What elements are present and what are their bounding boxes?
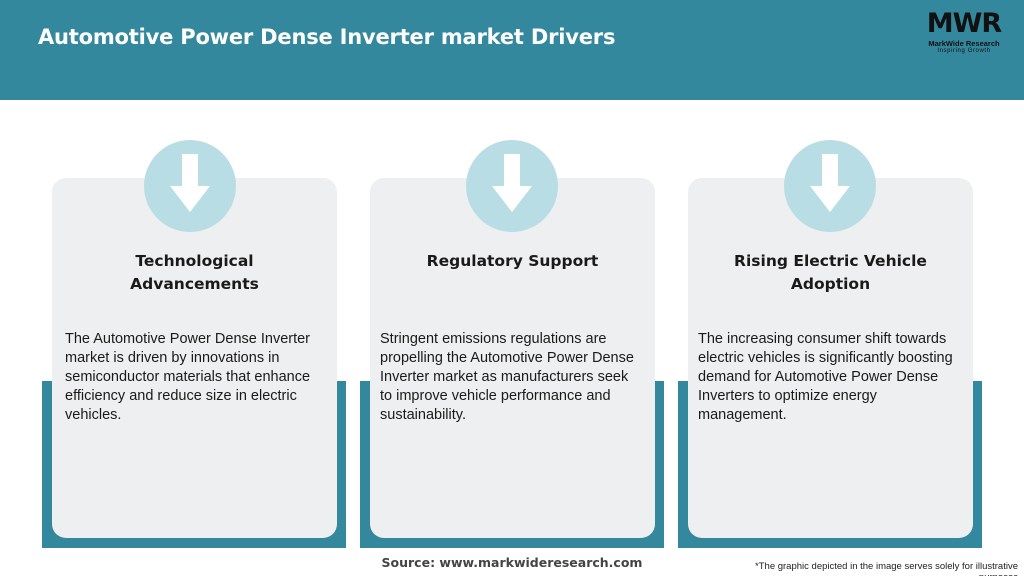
card-description: The Automotive Power Dense Inverter mark… [65,331,311,423]
driver-card-rising-ev-adoption [688,178,973,538]
header-banner: Automotive Power Dense Inverter market D… [0,0,1024,100]
card-title: Rising Electric Vehicle Adoption [734,252,927,293]
arrow-down-icon [492,154,532,212]
logo-name: MarkWide Research [928,39,1000,48]
page-title: Automotive Power Dense Inverter market D… [38,25,616,49]
company-logo: MWR MarkWide Research Inspiring Growth [918,10,1010,56]
arrow-down-icon [810,154,850,212]
card-title: Regulatory Support [426,252,599,270]
card-title: Technological Advancements [130,252,259,293]
driver-card-technological-advancements [52,178,337,538]
logo-tagline: Inspiring Growth [937,48,991,54]
card-description: Stringent emissions regulations are prop… [380,331,634,423]
card-description: The increasing consumer shift towards el… [698,331,953,423]
arrow-down-icon [170,154,210,212]
disclaimer-note: *The graphic depicted in the image serve… [755,561,1018,576]
card-icon-circle [466,140,558,232]
card-icon-circle [144,140,236,232]
driver-card-regulatory-support [370,178,655,538]
logo-mark: MWR [926,8,1002,39]
card-icon-circle [784,140,876,232]
source-credit: Source: www.markwideresearch.com [381,555,643,570]
